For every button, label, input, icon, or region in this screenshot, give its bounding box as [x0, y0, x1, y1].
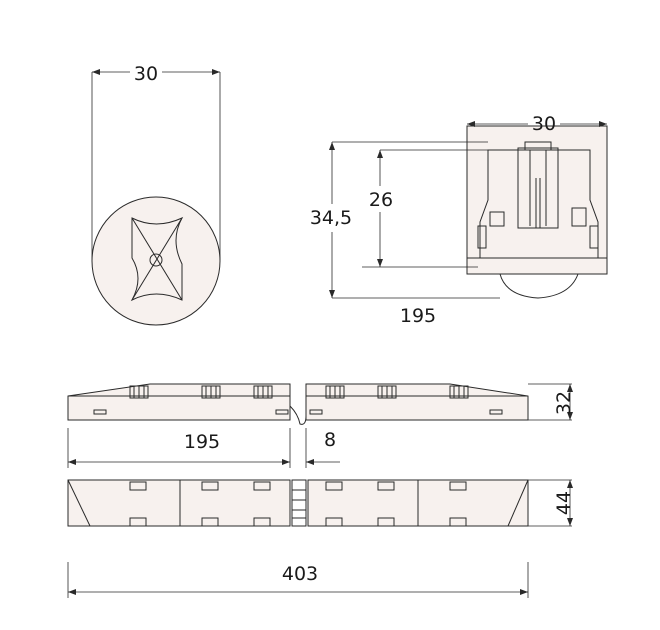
total-length-label: 403: [282, 563, 318, 585]
side-view-connector: [517, 147, 559, 229]
profile-view: 32 195 8: [67, 383, 575, 468]
side-view-width-label: 30: [532, 113, 556, 135]
side-view-cap: [524, 141, 552, 151]
bottom-width-label: 44: [553, 491, 575, 515]
top-view: 30: [91, 63, 221, 326]
bottom-ribs: [129, 481, 467, 527]
side-view-dome: [499, 273, 579, 299]
top-view-lens-cross: [131, 217, 183, 301]
profile-gap-label: 8: [324, 429, 336, 451]
top-view-center: [149, 253, 163, 267]
bottom-view: 44 403: [67, 479, 575, 598]
side-view-frame: [466, 125, 608, 275]
profile-height-label: 32: [553, 391, 575, 415]
top-view-width-label: 30: [134, 63, 158, 85]
bottom-hinge: [291, 479, 307, 527]
side-view-inner-height-label: 26: [369, 189, 393, 211]
profile-hinge: [289, 384, 307, 425]
side-view: 30 34,5 26 195: [310, 113, 608, 327]
side-view-height-label: 34,5: [310, 207, 352, 229]
side-view-cutout-label: 195: [400, 305, 436, 327]
profile-right-bar: [305, 383, 529, 421]
profile-length-label: 195: [184, 431, 220, 453]
profile-left-bar: [67, 383, 291, 421]
bottom-left-bar: [67, 479, 291, 527]
